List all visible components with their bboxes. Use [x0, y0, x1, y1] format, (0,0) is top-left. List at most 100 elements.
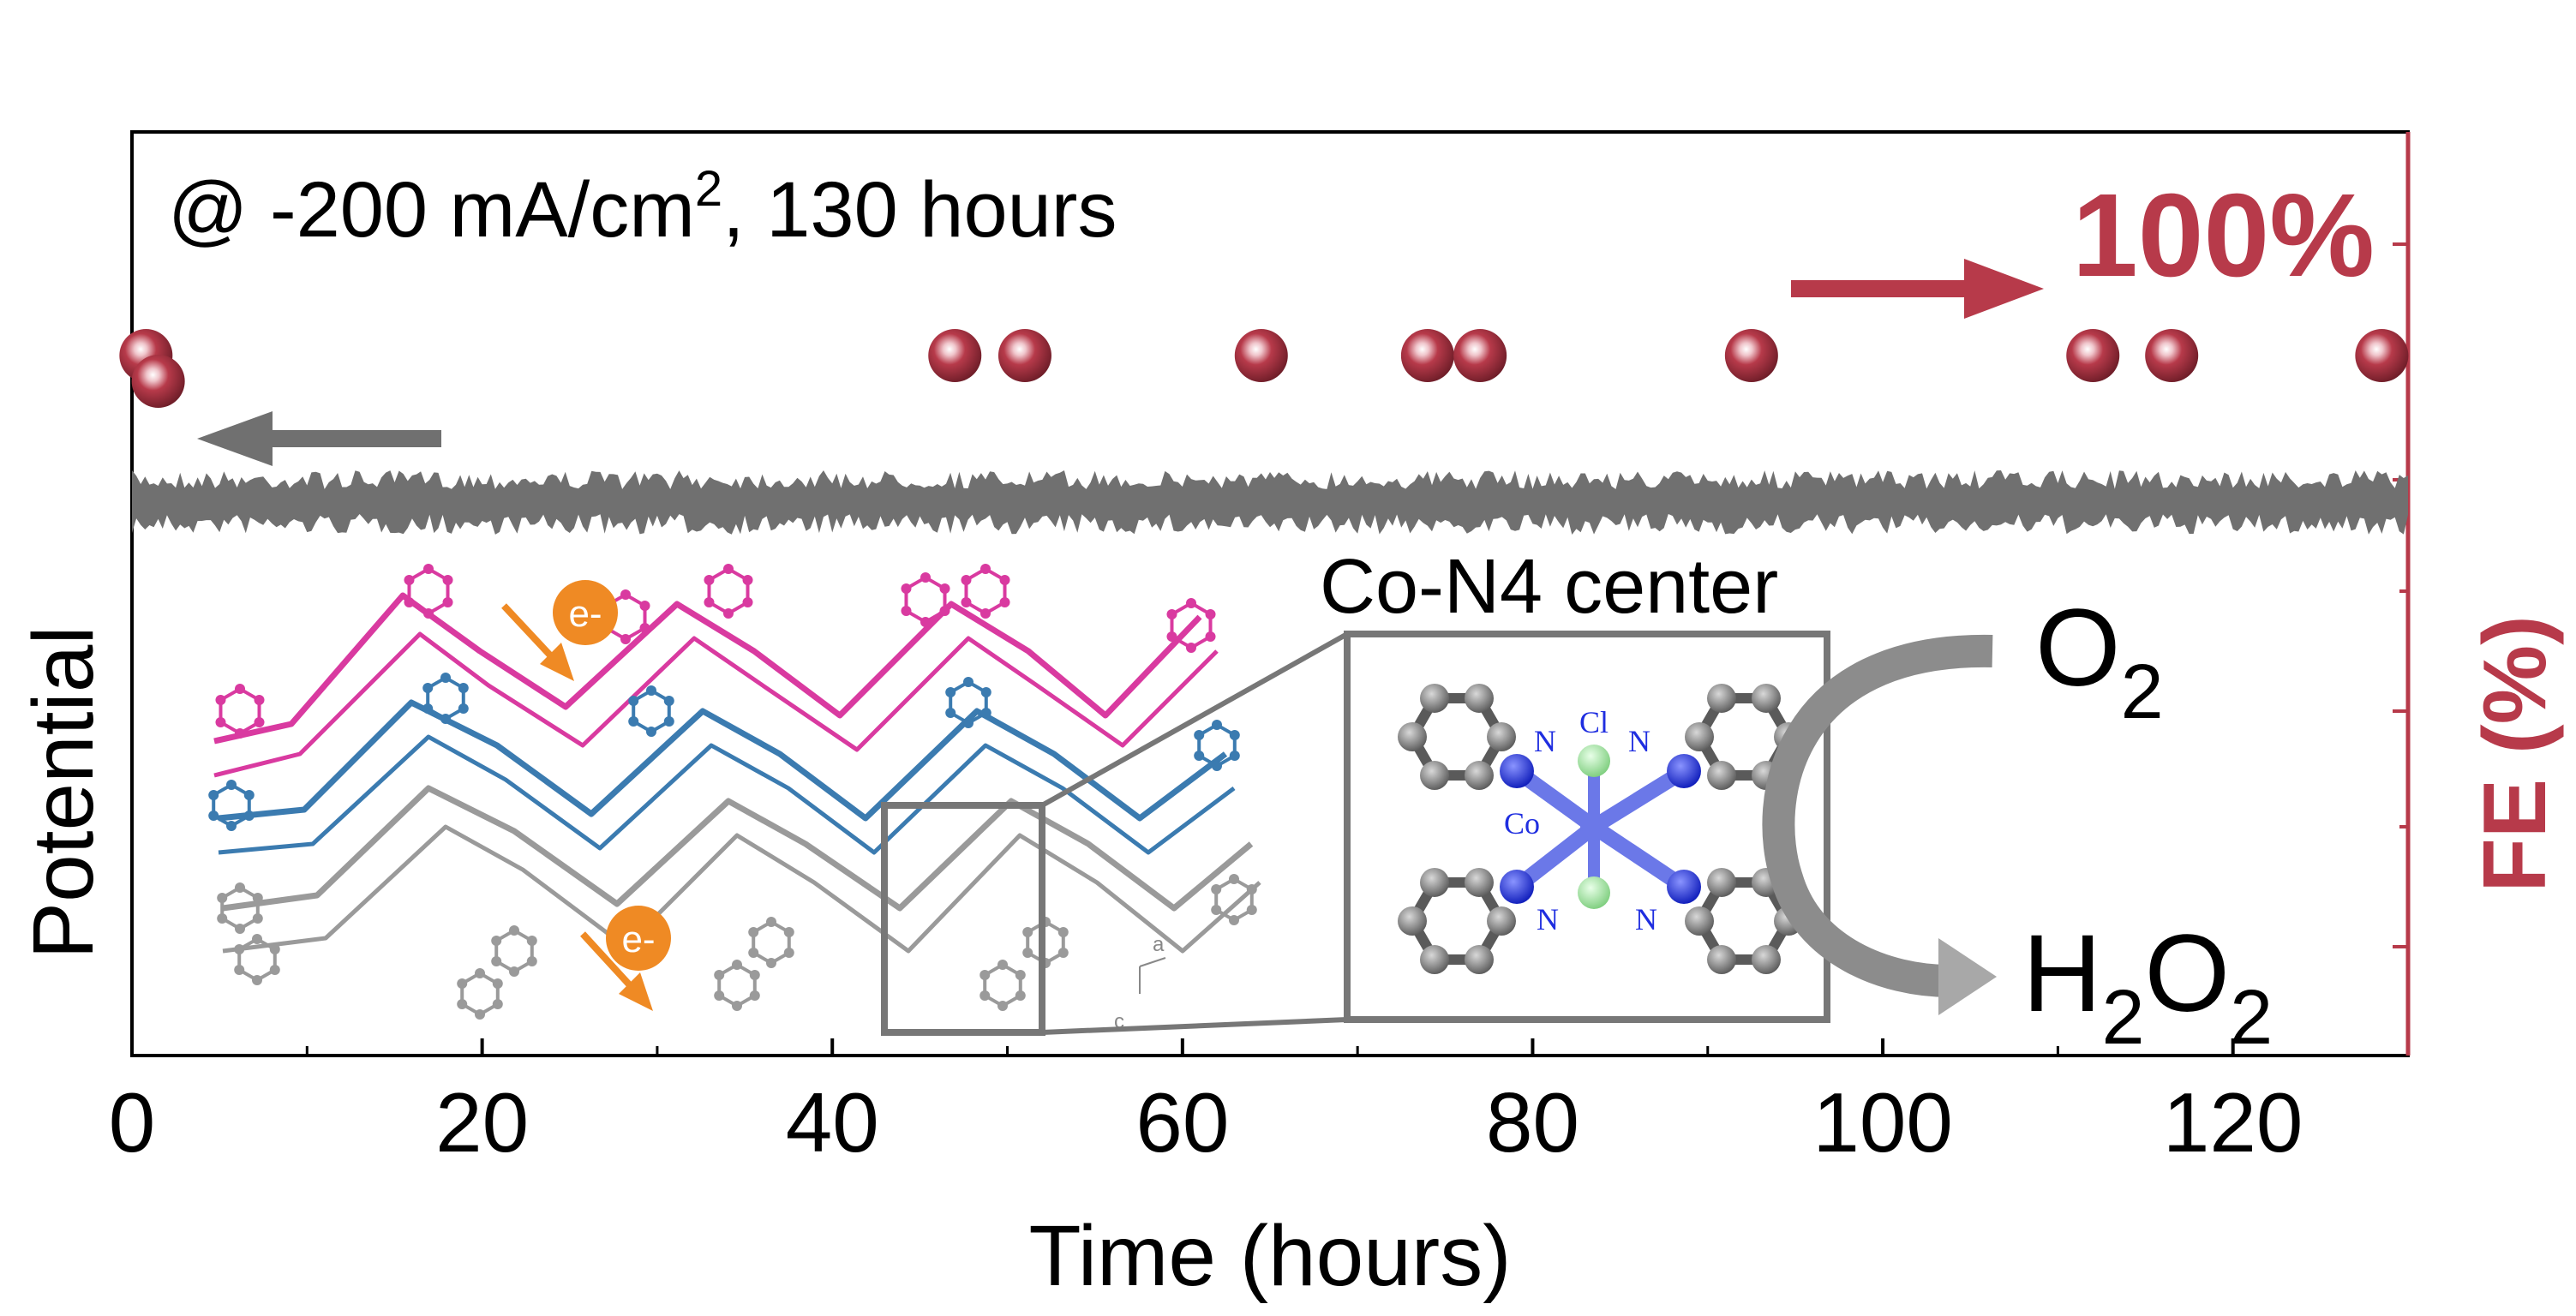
chain-atom — [980, 608, 991, 619]
carbon-atom — [1707, 761, 1736, 791]
chain-atom — [639, 601, 650, 611]
chain-atom — [920, 617, 931, 627]
chain-atom — [979, 970, 991, 980]
chain-atom — [1166, 609, 1177, 619]
carbon-atom — [1465, 945, 1494, 975]
chain-atom — [252, 913, 263, 924]
chain-atom — [252, 893, 263, 903]
chain-atom — [997, 960, 1008, 970]
carbon-atom — [1487, 906, 1516, 936]
chain-ring — [460, 971, 500, 1017]
chain-atom — [766, 917, 776, 927]
product-h2o2: H2O2 — [2022, 912, 2273, 1061]
chain-atom — [945, 708, 956, 718]
chain-atom — [234, 944, 245, 954]
fe-100-label: 100% — [2072, 170, 2375, 302]
zoom-region-box — [881, 802, 1045, 1036]
fe-point — [997, 329, 1051, 382]
chain-atom — [714, 990, 725, 1001]
y-axis-label-right: FE (%) — [2465, 615, 2565, 893]
chain-atom — [215, 717, 226, 727]
chain-atom — [999, 575, 1010, 585]
x-tick-label-60: 60 — [1135, 1075, 1229, 1169]
chain-atom — [704, 597, 715, 607]
chain-atom — [457, 999, 468, 1009]
fe-axis-arrow — [1791, 259, 2044, 319]
chain-atom — [1057, 927, 1069, 937]
chain-atom — [663, 696, 674, 706]
chain-atom — [749, 990, 760, 1001]
x-tick-label-20: 20 — [435, 1075, 529, 1169]
chain-atom — [732, 960, 742, 970]
chain-atom — [748, 948, 759, 958]
n-atom-1 — [1500, 754, 1534, 788]
fe-point — [2355, 329, 2409, 382]
chain-atom — [997, 1001, 1008, 1011]
chain-atom — [1205, 609, 1216, 619]
chain-atom — [442, 597, 453, 607]
unit-cell-axes — [1139, 957, 1166, 994]
chain-atom — [458, 683, 469, 693]
chain-blue — [218, 699, 1228, 822]
atom-label-n2: N — [1628, 724, 1650, 758]
carbon-atom — [1752, 945, 1781, 975]
chain-atom — [404, 597, 415, 607]
chain-atom — [704, 575, 715, 585]
carbon-atom — [1685, 722, 1714, 751]
chain-atom — [234, 965, 245, 975]
chain-atom — [980, 708, 991, 718]
chain-atom — [491, 956, 502, 966]
x-tick-label-100: 100 — [1812, 1075, 1953, 1169]
chain-atom — [1211, 905, 1222, 915]
x-tick-label-0: 0 — [109, 1075, 156, 1169]
chain-atom — [475, 1009, 485, 1020]
chain-atom — [663, 716, 674, 727]
chain-atom — [1246, 884, 1257, 894]
chain-atom — [620, 634, 631, 644]
n-atom-4 — [1667, 870, 1701, 904]
chain-atom — [646, 685, 656, 696]
chain-ring — [494, 928, 534, 974]
potential-axis-arrow — [197, 411, 441, 466]
chain-atom — [742, 597, 753, 607]
chain-atom — [422, 703, 434, 714]
chain-atom — [1212, 761, 1222, 771]
chain-ring — [1214, 876, 1254, 923]
zoom-line-top — [1040, 631, 1349, 808]
chain-atom — [963, 677, 973, 687]
carbon-atom — [1685, 906, 1714, 936]
electron-top: e- — [501, 580, 618, 681]
carbon-atom — [1707, 945, 1736, 975]
chain-atom — [1194, 730, 1205, 740]
chain-atom — [723, 608, 734, 619]
chain-atom — [226, 780, 237, 790]
x-axis-label: Time (hours) — [1028, 1208, 1511, 1304]
fe-series — [119, 329, 2409, 408]
chain-atom — [1186, 643, 1196, 653]
chain-atom — [226, 821, 237, 831]
zoom-line-bottom — [1041, 1017, 1348, 1035]
fe-point — [131, 355, 185, 408]
chain-atom — [423, 564, 434, 574]
chain-atom — [1205, 631, 1216, 642]
chain-atom — [901, 606, 912, 616]
chain-ring — [426, 675, 465, 721]
carbon-atom — [1487, 722, 1516, 751]
chain-atom — [269, 944, 280, 954]
chain-atom — [1194, 751, 1205, 761]
carbon-atom — [1465, 867, 1494, 897]
carbon-atom — [1752, 683, 1781, 713]
x-tick-label-40: 40 — [786, 1075, 879, 1169]
carbon-atom — [1398, 906, 1427, 936]
chain-atom — [961, 575, 972, 585]
crystal-structure-illustration: a c — [208, 564, 1261, 1033]
chain-atom — [440, 714, 451, 724]
fe-point — [2066, 329, 2120, 382]
chain-atom — [1022, 948, 1033, 958]
chain-atom — [999, 597, 1010, 607]
chain-atom — [492, 999, 503, 1009]
chain-atom — [1229, 730, 1240, 740]
chain-atom — [526, 936, 537, 946]
x-tick-label-120: 120 — [2163, 1075, 2303, 1169]
